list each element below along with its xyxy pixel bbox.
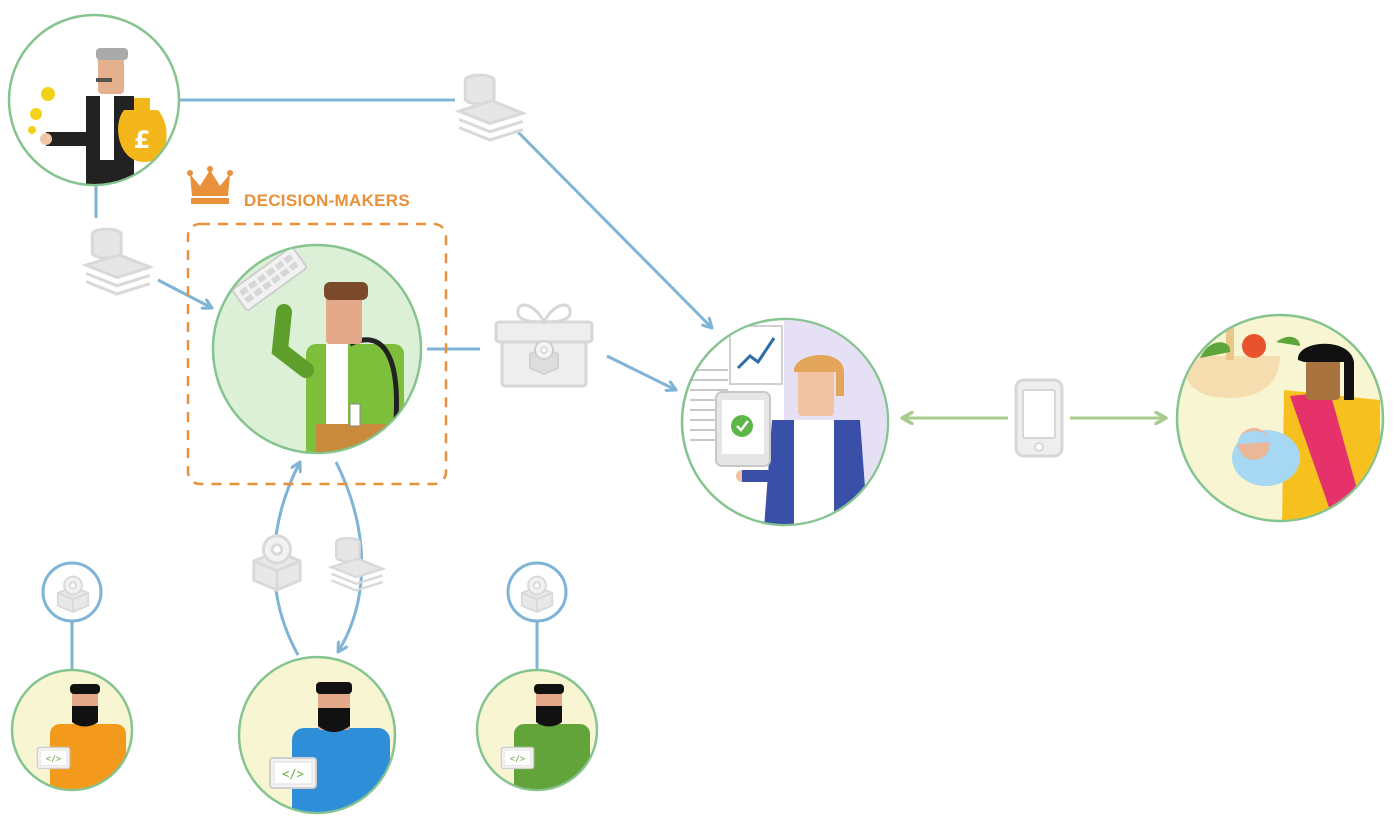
code-laptop-icon bbox=[269, 757, 317, 789]
cd-software-icon bbox=[56, 575, 90, 613]
tablet-check-icon bbox=[715, 391, 771, 467]
beneficiary-node bbox=[1175, 313, 1385, 523]
decision-makers-box bbox=[186, 222, 448, 486]
cd-software-icon bbox=[252, 534, 302, 592]
money-stack-icon bbox=[84, 227, 152, 296]
code-laptop-icon bbox=[36, 746, 71, 770]
cd-icon-ring bbox=[41, 561, 103, 623]
svg-text:£: £ bbox=[134, 126, 151, 154]
gift-to-service-arrow bbox=[606, 354, 676, 390]
developer-center-node bbox=[237, 655, 397, 815]
decision-maker-node bbox=[211, 243, 423, 455]
money-to-decision-arrow bbox=[157, 278, 212, 308]
money-stack-icon bbox=[330, 536, 384, 592]
decision-makers-group: DECISION-MAKERS bbox=[186, 166, 448, 486]
decision-makers-label: DECISION-MAKERS bbox=[244, 191, 410, 210]
investor-node: £ bbox=[7, 13, 181, 187]
developer-green-avatar-icon bbox=[500, 684, 590, 789]
code-laptop-icon bbox=[500, 746, 535, 770]
mobile-phone-icon bbox=[1014, 378, 1064, 458]
service-provider-node bbox=[680, 317, 890, 527]
investor-avatar-icon: £ bbox=[28, 48, 167, 184]
crown-icon bbox=[187, 166, 233, 204]
developer-orange-avatar-icon bbox=[36, 684, 126, 789]
cd-software-icon bbox=[520, 575, 554, 613]
money-stack-icon bbox=[457, 73, 525, 142]
gift-icon bbox=[494, 303, 594, 388]
developer-right-node bbox=[475, 668, 599, 792]
cd-icon-ring bbox=[506, 561, 568, 623]
developer-left-node bbox=[10, 668, 134, 792]
chart-icon bbox=[729, 325, 783, 385]
money-to-service-arrow bbox=[516, 130, 712, 328]
